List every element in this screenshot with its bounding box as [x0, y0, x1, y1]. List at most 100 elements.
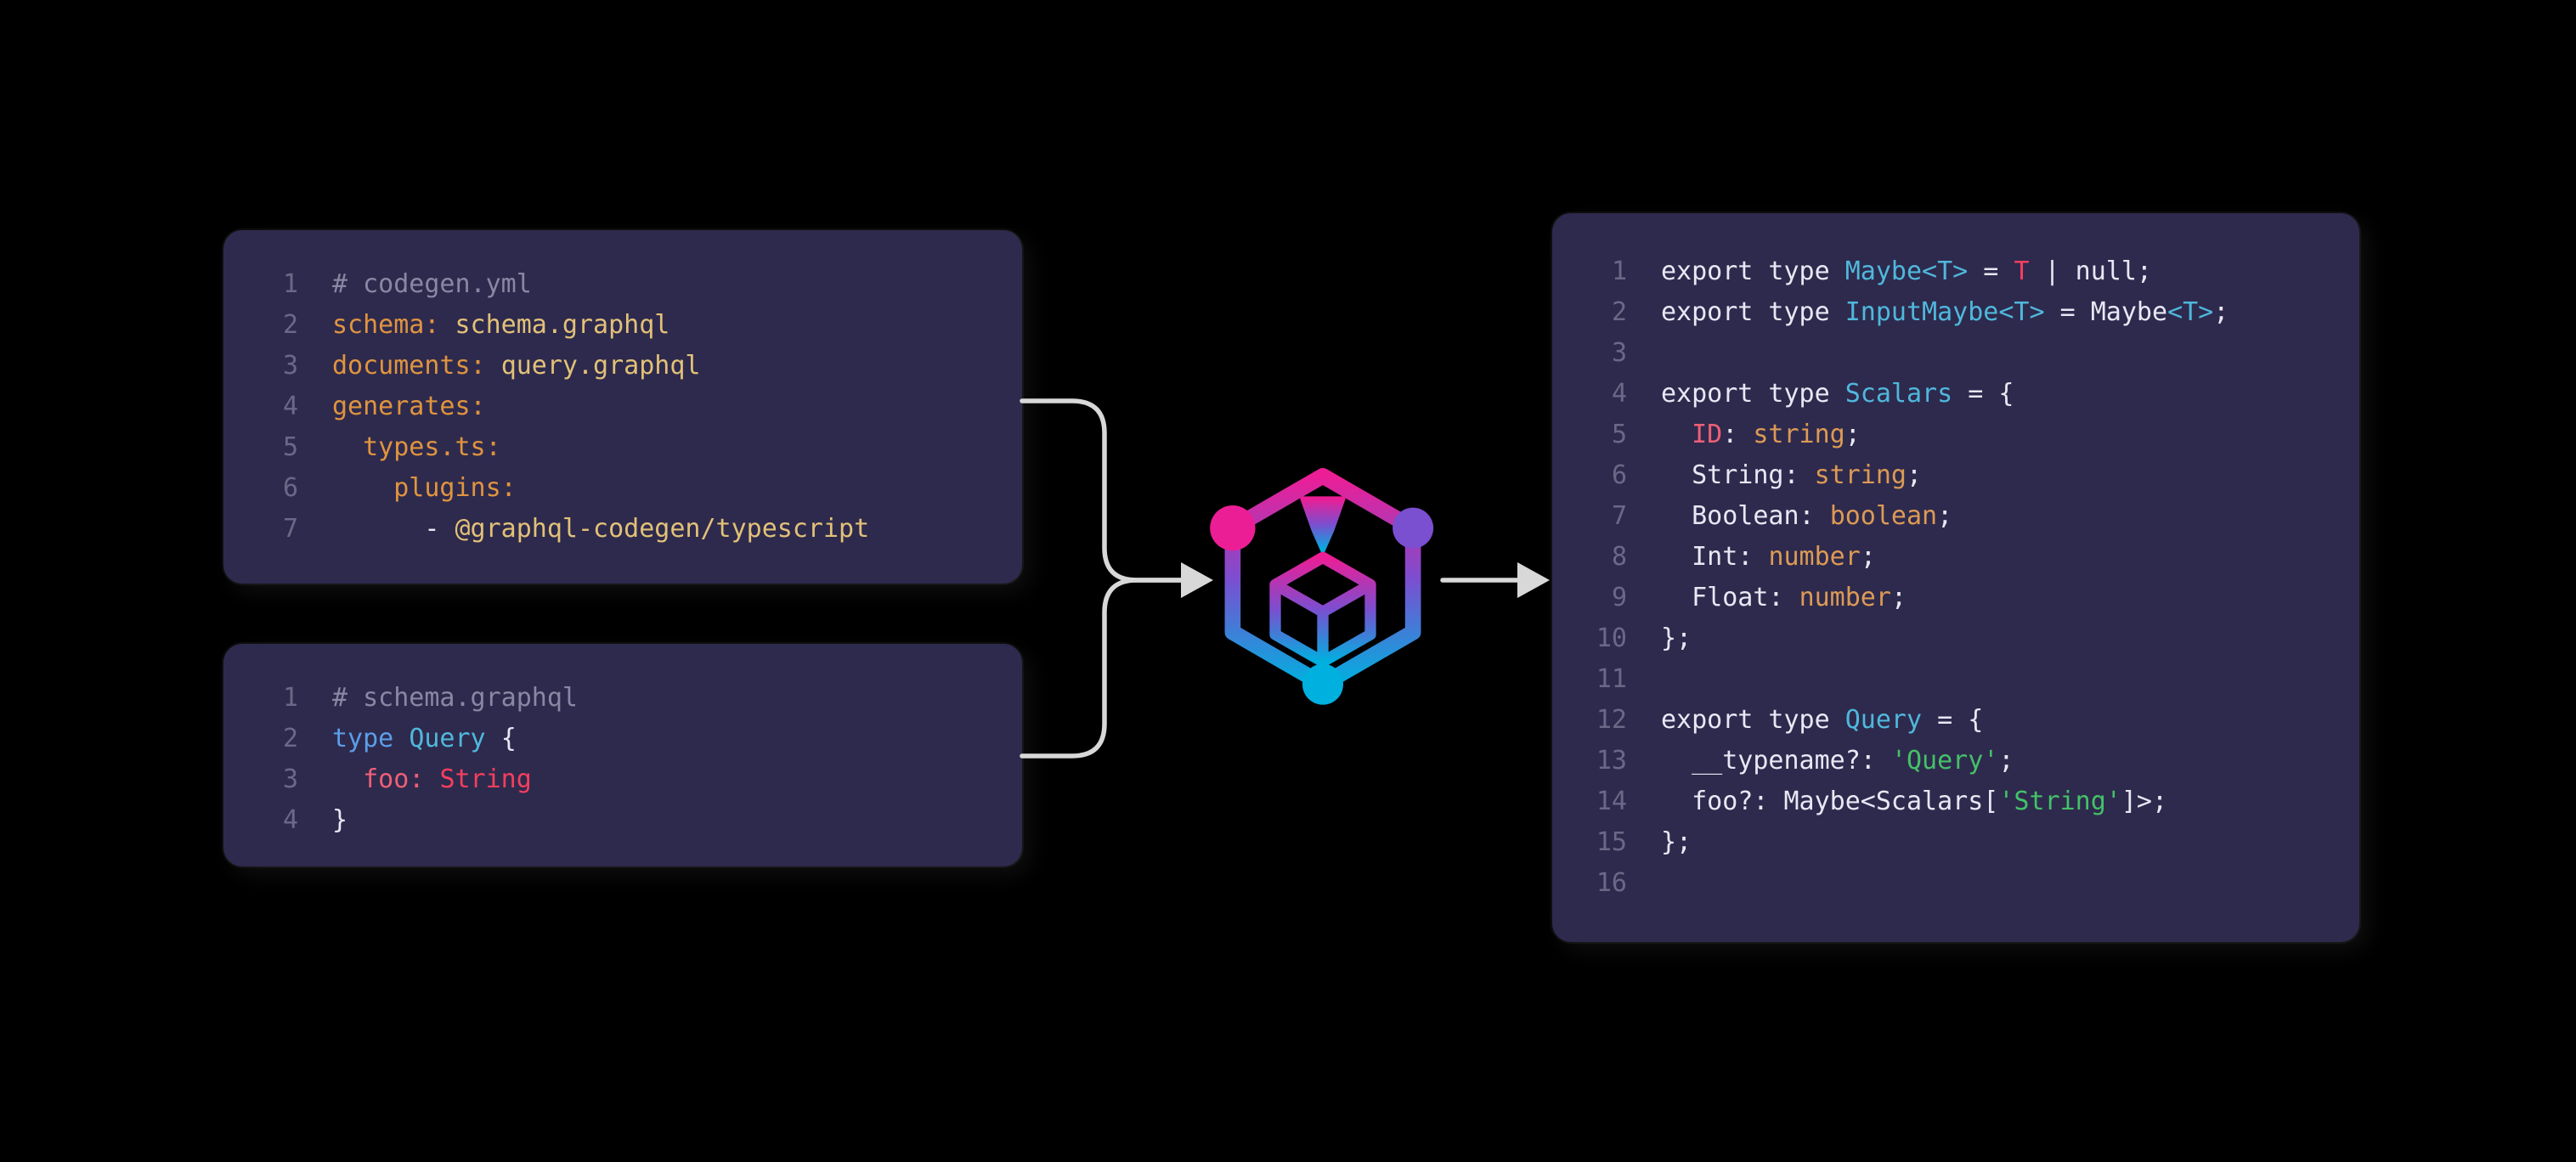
token-key: schema:	[332, 310, 440, 340]
line-number: 4	[282, 392, 298, 421]
line-number: 9	[1611, 583, 1627, 612]
line-number: 1	[1611, 257, 1627, 286]
code-text: export type Maybe<T> = T | null;	[1661, 251, 2152, 292]
code-text: foo?: Maybe<Scalars['String']>;	[1661, 781, 2167, 822]
line-number: 2	[282, 724, 298, 753]
token-plain	[332, 764, 363, 794]
code-line: 12 export type Query = {	[1583, 700, 2334, 741]
token-plain	[439, 310, 455, 340]
token-plain: ;	[1860, 542, 1876, 572]
logo-dot-cyan	[1302, 663, 1343, 705]
graphql-code-generator-logo	[1187, 444, 1459, 716]
line-number: 3	[282, 351, 298, 381]
code-text: - @graphql-codegen/typescript	[332, 509, 869, 550]
token-key: plugins:	[393, 473, 517, 503]
code-line: 16	[1583, 863, 2334, 904]
code-line: 11	[1583, 659, 2334, 700]
line-number: 10	[1596, 623, 1627, 653]
code-line: 5 types.ts:	[254, 427, 997, 468]
token-green: 'String'	[1998, 787, 2121, 816]
token-cyan: Query	[1844, 705, 1923, 735]
token-plain: Float:	[1661, 583, 1799, 612]
token-plain: };	[1661, 623, 1692, 653]
token-type_red: String	[439, 764, 532, 794]
token-plain: export type	[1661, 257, 1845, 286]
code-text: type Query {	[332, 719, 517, 759]
token-plain: ;	[2213, 297, 2229, 327]
token-orange: number	[1768, 542, 1861, 572]
token-plain	[332, 473, 393, 503]
token-orange: string	[1753, 420, 1845, 449]
code-line: 7 Boolean: boolean;	[1583, 496, 2334, 537]
token-plain: ;	[1907, 460, 1923, 490]
token-plain: String:	[1661, 460, 1815, 490]
token-type_red: T	[2014, 257, 2030, 286]
code-line: 3 foo: String	[254, 759, 997, 800]
code-line: 10};	[1583, 618, 2334, 659]
token-prop: ID	[1692, 420, 1723, 449]
logo-dot-pink	[1210, 505, 1256, 551]
token-plain: | null;	[2029, 257, 2152, 286]
token-plain: :	[1722, 420, 1754, 449]
line-number: 8	[1611, 542, 1627, 572]
token-plain: };	[1661, 827, 1692, 857]
token-plain: ;	[1844, 420, 1861, 449]
line-number: 15	[1596, 827, 1627, 857]
token-value: schema.graphql	[455, 310, 670, 340]
token-cyan: Scalars	[1844, 379, 1953, 409]
code-text: Float: number;	[1661, 578, 1907, 618]
graphql-code-generator-logo-svg	[1210, 468, 1434, 705]
token-plain: export type	[1661, 297, 1845, 327]
code-line: 9 Float: number;	[1583, 578, 2334, 618]
code-text: # schema.graphql	[332, 678, 578, 719]
code-text: export type InputMaybe<T> = Maybe<T>;	[1661, 292, 2229, 333]
token-green: 'Query'	[1890, 746, 1999, 776]
token-plain: Boolean:	[1661, 501, 1830, 531]
code-text: };	[1661, 618, 1692, 659]
logo-dot-purple	[1393, 507, 1434, 549]
code-text: Boolean: boolean;	[1661, 496, 1952, 537]
token-plain: foo?: Maybe<Scalars[	[1661, 787, 1999, 816]
token-plain	[332, 432, 363, 462]
token-orange: string	[1814, 460, 1907, 490]
token-cyan: Query	[409, 724, 501, 753]
code-line: 14 foo?: Maybe<Scalars['String']>;	[1583, 781, 2334, 822]
line-number: 16	[1596, 868, 1627, 898]
line-number: 12	[1596, 705, 1627, 735]
code-line: 1 export type Maybe<T> = T | null;	[1583, 251, 2334, 292]
token-plain	[1661, 420, 1692, 449]
code-text: export type Scalars = {	[1661, 374, 2014, 415]
token-cyan: Maybe<T>	[1844, 257, 1969, 286]
line-number: 2	[282, 310, 298, 340]
code-text: Int: number;	[1661, 537, 1876, 578]
code-line: 15};	[1583, 822, 2334, 863]
token-plain: ;	[1998, 746, 2014, 776]
code-text: plugins:	[332, 468, 517, 509]
line-number: 6	[282, 473, 298, 503]
code-line: 6 String: string;	[1583, 455, 2334, 496]
line-number: 5	[282, 432, 298, 462]
line-number: 4	[1611, 379, 1627, 409]
token-plain: = {	[1952, 379, 2014, 409]
code-line: 4 export type Scalars = {	[1583, 374, 2334, 415]
code-text: export type Query = {	[1661, 700, 1983, 741]
token-plain: = Maybe	[2044, 297, 2168, 327]
token-orange: boolean	[1829, 501, 1938, 531]
code-text: };	[1661, 822, 1692, 863]
line-number: 7	[282, 514, 298, 544]
token-plain: export type	[1661, 705, 1845, 735]
code-text: schema: schema.graphql	[332, 305, 669, 346]
code-text: types.ts:	[332, 427, 501, 468]
token-cyan: InputMaybe<T>	[1844, 297, 2045, 327]
token-plain: = {	[1922, 705, 1984, 735]
line-number: 3	[1611, 338, 1627, 368]
logo-extruder-icon	[1300, 496, 1346, 553]
token-plain: Int:	[1661, 542, 1769, 572]
